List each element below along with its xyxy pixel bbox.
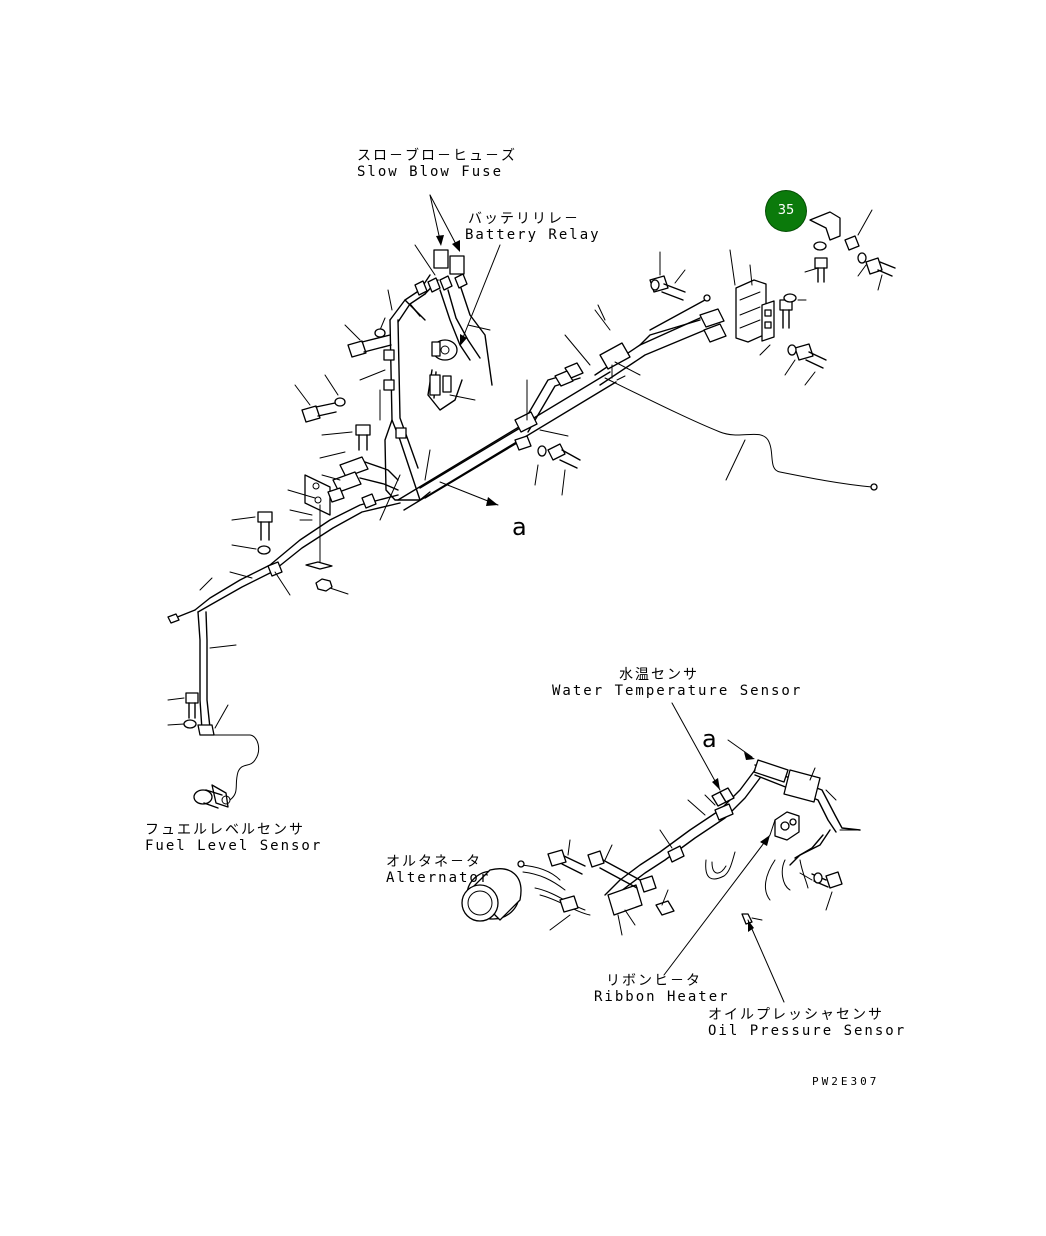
main-harness bbox=[397, 294, 878, 511]
label-battery-relay-en: Battery Relay bbox=[465, 227, 601, 243]
label-fuel-level-sensor-en: Fuel Level Sensor bbox=[145, 838, 323, 854]
label-water-temperature-sensor-jp: 水温センサ bbox=[619, 667, 699, 683]
label-ribbon-heater-en: Ribbon Heater bbox=[594, 989, 730, 1005]
alternator bbox=[461, 839, 675, 936]
label-water-temperature-sensor: 水温センサ Water Temperature Sensor bbox=[552, 667, 803, 699]
label-battery-relay: バッテリリレ－ Battery Relay bbox=[465, 211, 601, 243]
drawing-code: PW2E307 bbox=[812, 1075, 880, 1088]
reference-mark-lower: a bbox=[702, 725, 717, 753]
label-alternator-jp: オルタネ－タ bbox=[386, 854, 482, 870]
label-fuel-level-sensor: フュエルレベルセンサ Fuel Level Sensor bbox=[145, 822, 323, 854]
reference-arrow-upper bbox=[439, 481, 499, 506]
label-slow-blow-fuse: スロ－ブロ－ヒュ－ズ Slow Blow Fuse bbox=[357, 148, 517, 180]
reference-mark-upper: a bbox=[512, 513, 527, 541]
part-callout-badge[interactable]: 35 bbox=[766, 191, 806, 231]
label-slow-blow-fuse-en: Slow Blow Fuse bbox=[357, 164, 504, 180]
label-oil-pressure-sensor-en: Oil Pressure Sensor bbox=[708, 1023, 907, 1039]
engine-harness bbox=[604, 759, 861, 925]
label-slow-blow-fuse-jp: スロ－ブロ－ヒュ－ズ bbox=[357, 148, 517, 164]
label-battery-relay-jp: バッテリリレ－ bbox=[468, 211, 580, 227]
relay-harness bbox=[359, 194, 501, 521]
label-alternator-en: Alternator bbox=[386, 870, 491, 886]
label-alternator: オルタネ－タ Alternator bbox=[386, 854, 491, 886]
label-oil-pressure-sensor-jp: オイルプレッシャセンサ bbox=[708, 1007, 884, 1023]
label-ribbon-heater-jp: リボンヒ－タ bbox=[606, 973, 702, 989]
upper-right-components bbox=[649, 209, 896, 386]
fuel-sensor-branch bbox=[167, 577, 260, 809]
lower-leader-arrows bbox=[663, 702, 785, 1003]
bracket-plate bbox=[194, 456, 401, 613]
label-ribbon-heater: リボンヒ－タ Ribbon Heater bbox=[594, 973, 730, 1005]
label-fuel-level-sensor-jp: フュエルレベルセンサ bbox=[145, 822, 305, 838]
label-water-temperature-sensor-en: Water Temperature Sensor bbox=[552, 683, 803, 699]
fasteners-left bbox=[229, 324, 392, 596]
label-oil-pressure-sensor: オイルプレッシャセンサ Oil Pressure Sensor bbox=[708, 1007, 907, 1039]
fasteners-center bbox=[534, 304, 626, 496]
